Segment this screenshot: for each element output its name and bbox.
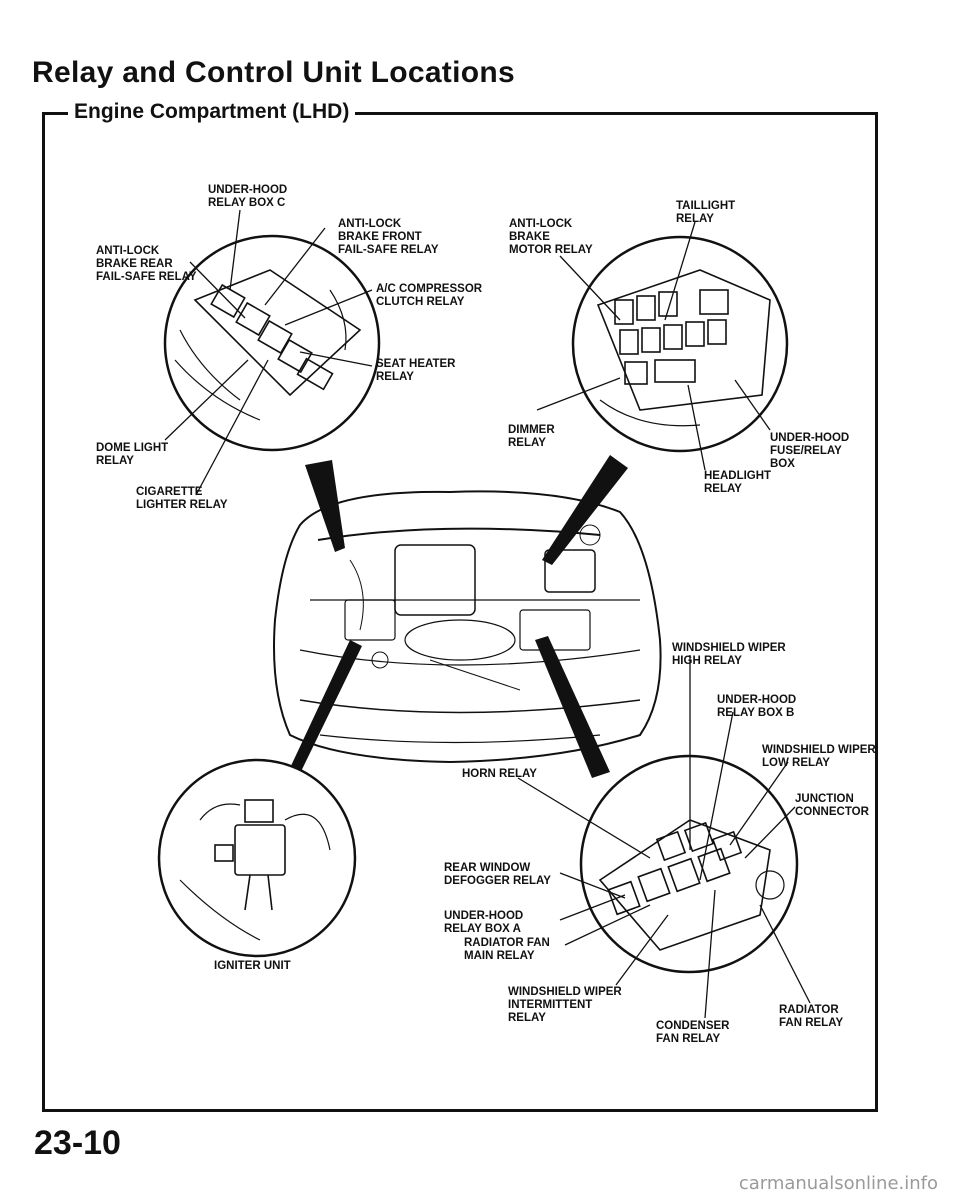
label-taillight-relay: TAILLIGHT RELAY	[676, 200, 736, 225]
fuse-relay-box-detail	[596, 269, 771, 427]
label-radiator-fan: RADIATOR FAN RELAY	[779, 1004, 844, 1029]
relay-box-c-detail	[174, 269, 362, 421]
label-cigarette-lighter: CIGARETTE LIGHTER RELAY	[136, 486, 228, 511]
section-title: Engine Compartment (LHD)	[68, 100, 356, 124]
label-igniter-unit: IGNITER UNIT	[214, 960, 291, 972]
label-seat-heater: SEAT HEATER RELAY	[376, 358, 456, 383]
label-windshield-wiper-low: WINDSHIELD WIPER LOW RELAY	[762, 744, 876, 769]
car-illustration	[273, 490, 662, 764]
label-dome-light: DOME LIGHT RELAY	[96, 442, 169, 467]
page-number: 23-10	[34, 1124, 121, 1162]
page-title: Relay and Control Unit Locations	[32, 56, 515, 89]
label-condenser-fan: CONDENSER FAN RELAY	[656, 1020, 730, 1045]
label-radiator-fan-main: RADIATOR FAN MAIN RELAY	[464, 937, 550, 962]
label-under-hood-fuse-relay-box: UNDER-HOOD FUSE/RELAY BOX	[770, 432, 850, 470]
label-dimmer: DIMMER RELAY	[508, 424, 555, 449]
label-rear-window-defogger: REAR WINDOW DEFOGGER RELAY	[444, 862, 551, 887]
label-windshield-wiper-high: WINDSHIELD WIPER HIGH RELAY	[672, 642, 786, 667]
label-windshield-wiper-intermittent: WINDSHIELD WIPER INTERMITTENT RELAY	[508, 986, 622, 1024]
label-under-hood-relay-box-c: UNDER-HOOD RELAY BOX C	[208, 184, 288, 209]
label-junction-connector: JUNCTION CONNECTOR	[795, 793, 869, 818]
diagram-frame	[42, 112, 878, 1112]
label-headlight: HEADLIGHT RELAY	[704, 470, 772, 495]
label-anti-lock-brake-rear-failsafe: ANTI-LOCK BRAKE REAR FAIL-SAFE RELAY	[96, 245, 197, 283]
label-ac-compressor-clutch: A/C COMPRESSOR CLUTCH RELAY	[376, 283, 483, 308]
label-anti-lock-brake-front-failsafe: ANTI-LOCK BRAKE FRONT FAIL-SAFE RELAY	[338, 218, 439, 256]
label-anti-lock-brake-motor: ANTI-LOCK BRAKE MOTOR RELAY	[509, 218, 593, 256]
label-under-hood-relay-box-b: UNDER-HOOD RELAY BOX B	[717, 694, 797, 719]
callout-wedges	[282, 455, 628, 790]
igniter-unit-detail	[179, 799, 331, 941]
leader-lines	[164, 209, 811, 1019]
callout-circles	[157, 234, 799, 974]
label-horn: HORN RELAY	[462, 768, 537, 780]
watermark: carmanualsonline.info	[738, 1173, 938, 1194]
label-under-hood-relay-box-a: UNDER-HOOD RELAY BOX A	[444, 910, 524, 935]
